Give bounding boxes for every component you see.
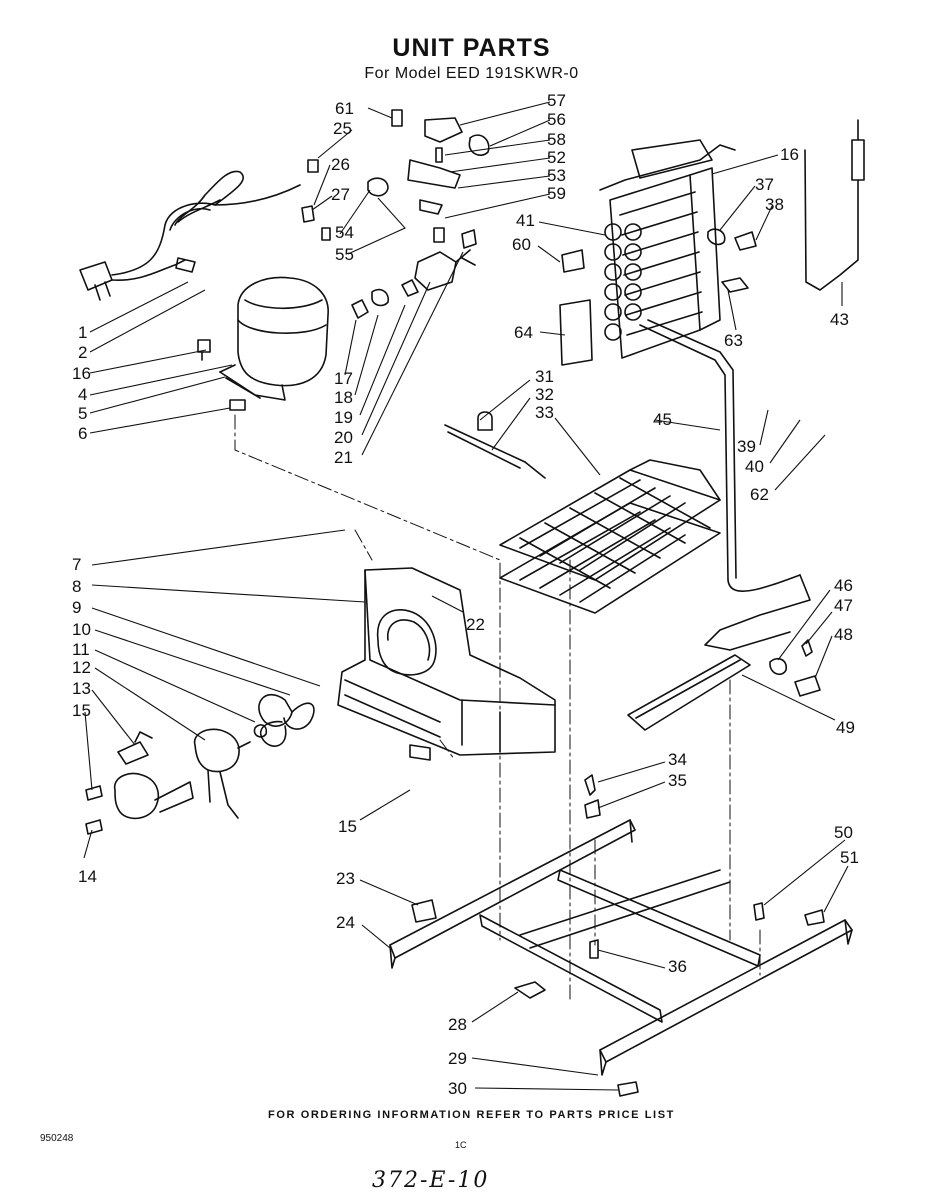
callout-label: 40 <box>745 457 764 476</box>
small-parts-drawing <box>197 109 490 411</box>
callout-label: 16 <box>72 364 91 383</box>
callout-label: 36 <box>668 957 687 976</box>
callout-label: 1 <box>78 323 87 342</box>
callout-label: 19 <box>334 408 353 427</box>
callout-label: 47 <box>834 596 853 615</box>
callout-label: 26 <box>331 155 350 174</box>
compressor-drawing <box>219 276 329 401</box>
callout-label: 16 <box>780 145 799 164</box>
callout-label: 22 <box>466 615 485 634</box>
ordering-note: FOR ORDERING INFORMATION REFER TO PARTS … <box>268 1109 675 1121</box>
callout-label: 63 <box>724 331 743 350</box>
callout-label: 20 <box>334 428 353 447</box>
callout-label: 57 <box>547 91 566 110</box>
callout-label: 5 <box>78 404 87 423</box>
drier-tube-drawing <box>804 119 865 291</box>
page-mark: 1C <box>455 1140 467 1150</box>
callout-label: 14 <box>78 867 97 886</box>
callout-label: 12 <box>72 658 91 677</box>
callout-label: 7 <box>72 555 81 574</box>
callout-label: 54 <box>335 223 354 242</box>
callout-label: 25 <box>333 119 352 138</box>
callout-label: 11 <box>72 640 90 659</box>
clip-parts-drawing <box>411 774 825 1097</box>
callout-label: 55 <box>335 245 354 264</box>
callout-label: 33 <box>535 403 554 422</box>
callout-label: 38 <box>765 195 784 214</box>
callout-label: 46 <box>834 576 853 595</box>
callout-label: 10 <box>72 620 91 639</box>
drain-trough-drawing <box>627 639 821 731</box>
evaporator-drawing <box>499 459 721 614</box>
callout-label: 23 <box>336 869 355 888</box>
callout-label: 39 <box>737 437 756 456</box>
callout-label: 53 <box>547 166 566 185</box>
fan-shroud-drawing <box>337 567 556 761</box>
callout-label: 52 <box>547 148 566 167</box>
callout-labels: 61 25 26 27 54 55 57 56 58 52 53 59 41 6… <box>72 91 859 1098</box>
fan-motor-drawing <box>85 693 315 835</box>
callout-label: 8 <box>72 577 81 596</box>
callout-label: 28 <box>448 1015 467 1034</box>
callout-label: 60 <box>512 235 531 254</box>
callout-label: 48 <box>834 625 853 644</box>
callout-label: 24 <box>336 913 355 932</box>
callout-label: 18 <box>334 388 353 407</box>
callout-label: 56 <box>547 110 566 129</box>
callout-label: 31 <box>535 367 554 386</box>
base-frame-drawing <box>389 819 853 1076</box>
callout-label: 29 <box>448 1049 467 1068</box>
callout-label: 6 <box>78 424 87 443</box>
callout-label: 4 <box>78 385 87 404</box>
alignment-lines <box>234 414 761 1001</box>
callout-label: 41 <box>516 211 535 230</box>
part-drawings <box>79 109 865 1097</box>
callout-label: 32 <box>535 385 554 404</box>
leader-lines <box>83 101 849 1091</box>
document-code: 950248 <box>40 1133 74 1144</box>
callout-label: 37 <box>755 175 774 194</box>
callout-label: 50 <box>834 823 853 842</box>
callout-label: 17 <box>334 369 353 388</box>
condenser-drawing <box>559 139 757 366</box>
page-title: UNIT PARTS <box>392 34 551 62</box>
power-cord-drawing <box>79 170 301 301</box>
callout-label: 43 <box>830 310 849 329</box>
callout-label: 15 <box>338 817 357 836</box>
callout-label: 21 <box>334 448 353 467</box>
callout-label: 45 <box>653 410 672 429</box>
suction-line-drawing <box>639 319 811 651</box>
callout-label: 62 <box>750 485 769 504</box>
callout-label: 64 <box>514 323 533 342</box>
callout-label: 49 <box>836 718 855 737</box>
callout-label: 61 <box>335 99 354 118</box>
handwritten-note: 372-E-10 <box>372 1168 490 1193</box>
model-subtitle: For Model EED 191SKWR-0 <box>364 65 579 82</box>
callout-label: 9 <box>72 598 81 617</box>
callout-label: 13 <box>72 679 91 698</box>
callout-label: 2 <box>78 343 87 362</box>
callout-label: 15 <box>72 701 91 720</box>
callout-label: 30 <box>448 1079 467 1098</box>
callout-label: 35 <box>668 771 687 790</box>
callout-label: 58 <box>547 130 566 149</box>
callout-label: 34 <box>668 750 687 769</box>
callout-label: 51 <box>840 848 859 867</box>
callout-label: 27 <box>331 185 350 204</box>
callout-label: 59 <box>547 184 566 203</box>
